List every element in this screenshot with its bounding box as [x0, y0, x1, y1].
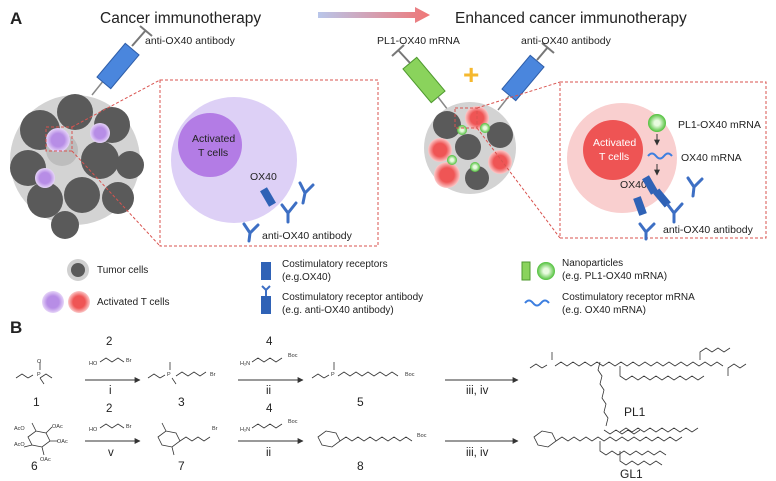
right-title: Enhanced cancer immunotherapy [455, 10, 687, 27]
compound-8 [317, 430, 413, 448]
svg-text:P: P [167, 372, 171, 378]
svg-text:P: P [37, 372, 41, 378]
mrna-icon-zoom [647, 152, 673, 160]
svg-text:OAc: OAc [57, 439, 68, 445]
compound-1 [15, 362, 53, 385]
ox40-label-right: OX40 [620, 179, 647, 191]
svg-text:Br: Br [126, 424, 132, 430]
cond-i: i [109, 385, 112, 397]
legend-antibody-2: (e.g. anti-OX40 antibody) [282, 305, 394, 316]
compound-3 [147, 362, 207, 385]
compound-7 [157, 422, 211, 456]
syringe-icon-mrna [391, 44, 449, 111]
receptor-icon-left [260, 187, 276, 207]
plus-sign: + [463, 59, 479, 90]
compound-5 [311, 362, 399, 379]
label-compound-gl1: GL1 [620, 467, 643, 481]
mrna-legend-icon [524, 299, 550, 307]
svg-text:AcO: AcO [14, 442, 25, 448]
np-label-zoom: PL1-OX40 mRNA [678, 119, 761, 131]
label-compound-1: 1 [33, 395, 40, 409]
svg-text:OAc: OAc [40, 457, 51, 463]
legend-mrna-2: (e.g. OX40 mRNA) [562, 305, 646, 316]
svg-text:HO: HO [89, 427, 98, 433]
cond-iii-iv-row1: iii, iv [466, 385, 489, 397]
label-compound-5: 5 [357, 395, 364, 409]
syringe-icon-left [91, 25, 153, 96]
label-compound-3: 3 [178, 395, 185, 409]
svg-text:AcO: AcO [14, 426, 25, 432]
legend-np-1: Nanoparticles [562, 258, 623, 269]
compound-pl1 [529, 347, 747, 435]
nanoparticle-icon-zoom [648, 114, 666, 132]
cond-ii-row2: ii [266, 447, 271, 459]
label-compound-8: 8 [357, 459, 364, 473]
svg-text:H₂N: H₂N [240, 427, 250, 433]
receptor-legend-icon [261, 262, 271, 280]
legend-antibody-1: Costimulatory receptor antibody [282, 292, 423, 303]
svg-text:Boc: Boc [288, 419, 298, 425]
svg-text:P: P [331, 372, 335, 378]
antibody-icons-left [242, 181, 315, 243]
antibody-label-right: anti-OX40 antibody [521, 35, 612, 47]
tumor-cluster-right [424, 102, 516, 194]
legend: Tumor cells Activated T cells Costimulat… [42, 258, 695, 316]
legend-mrna-1: Costimulatory receptor mRNA [562, 292, 695, 303]
svg-text:Boc: Boc [405, 372, 415, 378]
reagent-2-row2: 2 [106, 403, 112, 415]
legend-tumor: Tumor cells [97, 265, 148, 276]
antibody-label-left: anti-OX40 antibody [145, 35, 236, 47]
svg-text:O: O [37, 359, 42, 365]
zoom-panel-left [159, 79, 379, 247]
antibody-legend-icon [261, 285, 271, 314]
reagent-4-row1: 4 [266, 336, 273, 348]
mrna-syringe-label: PL1-OX40 mRNA [377, 35, 460, 47]
svg-text:Br: Br [210, 372, 216, 378]
tcell-text-1-right: Activated [593, 137, 636, 149]
compound-6 [23, 422, 58, 456]
panel-b-label: B [10, 318, 22, 337]
compound-gl1 [533, 427, 699, 466]
svg-text:Boc: Boc [417, 433, 427, 439]
label-compound-pl1: PL1 [624, 405, 646, 419]
svg-text:Boc: Boc [288, 353, 298, 359]
svg-text:H₂N: H₂N [240, 361, 250, 367]
cond-ii-row1: ii [266, 385, 271, 397]
tcell-text-2-right: T cells [599, 151, 629, 163]
tumor-cluster-left [10, 94, 144, 239]
panel-a-label: A [10, 9, 22, 28]
legend-receptor-1: Costimulatory receptors [282, 259, 388, 270]
transition-arrow [318, 7, 430, 23]
legend-np-2: (e.g. PL1-OX40 mRNA) [562, 271, 667, 282]
label-compound-6: 6 [31, 459, 38, 473]
tcell-text-2-left: T cells [198, 147, 228, 159]
syringe-icon-right [497, 42, 555, 111]
legend-receptor-2: (e.g.OX40) [282, 272, 331, 283]
cond-iii-iv-row2: iii, iv [466, 447, 489, 459]
antibody-icons-right [638, 176, 704, 241]
cond-v: v [108, 447, 114, 459]
mrna-label-zoom: OX40 mRNA [681, 152, 742, 164]
zoom-panel-right [559, 81, 767, 239]
svg-text:Br: Br [126, 358, 132, 364]
label-compound-7: 7 [178, 459, 185, 473]
svg-text:OAc: OAc [52, 424, 63, 430]
nanoparticle-legend-icon [521, 261, 555, 281]
zoom-box-left [45, 126, 73, 152]
svg-text:Br: Br [212, 426, 218, 432]
legend-activated: Activated T cells [97, 297, 169, 308]
tcell-text-1-left: Activated [192, 133, 235, 145]
reagent-2-row1: 2 [106, 336, 112, 348]
antibody-label-right-zoom: anti-OX40 antibody [663, 224, 754, 236]
svg-text:HO: HO [89, 361, 98, 367]
antibody-label-left-zoom: anti-OX40 antibody [262, 230, 353, 242]
reagent-4-row2: 4 [266, 403, 273, 415]
left-title: Cancer immunotherapy [100, 10, 261, 27]
zoom-box-right [454, 107, 478, 129]
receptor-icons-right [633, 175, 671, 216]
ox40-label-left: OX40 [250, 171, 277, 183]
